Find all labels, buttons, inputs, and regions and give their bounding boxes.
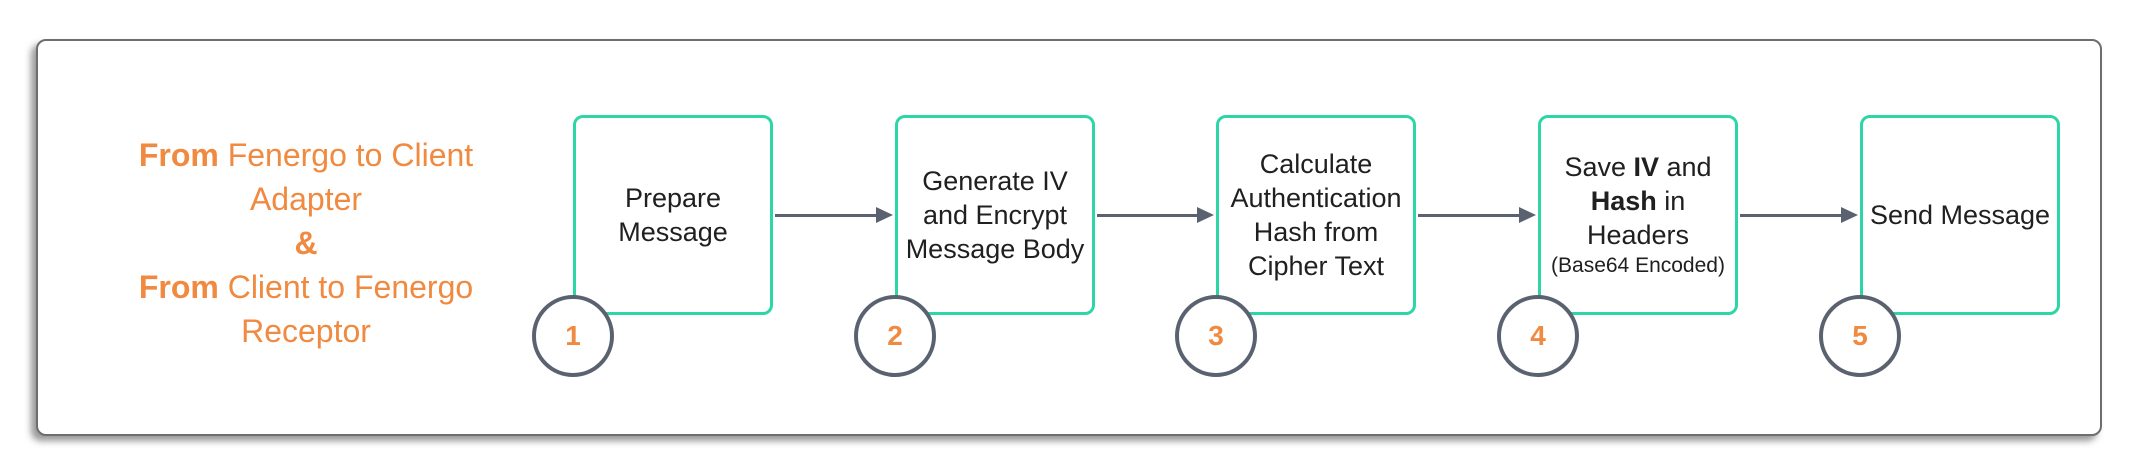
flow-arrow [775, 214, 878, 217]
arrowhead-icon [1519, 207, 1536, 223]
flow-direction-ampersand: & [90, 221, 522, 265]
arrowhead-icon [1197, 207, 1214, 223]
step-box-label-line: Prepare [624, 183, 722, 213]
flow-arrow [1097, 214, 1199, 217]
step-number-badge-3: 3 [1175, 295, 1257, 377]
flow-direction-ampersand-text: & [294, 225, 318, 261]
step-box-label-line: Headers [1586, 220, 1690, 250]
step-box-label-line: Hash from [1253, 217, 1379, 247]
step-box-label-line: Hash in [1590, 186, 1686, 216]
step-number-badge-5: 5 [1819, 295, 1901, 377]
flow-direction-line-1-rest: Fenergo to Client Adapter [218, 137, 474, 217]
step-number-badge-4: 4 [1497, 295, 1579, 377]
step-box-label-line: Cipher Text [1247, 251, 1385, 281]
arrowhead-icon [1841, 207, 1858, 223]
flow-direction-line-2-rest: Client to Fenergo Receptor [218, 269, 474, 349]
flow-arrow [1740, 214, 1843, 217]
step-box-label-line: Send Message [1869, 200, 2051, 230]
step-box-label-line: Calculate [1259, 149, 1373, 179]
step-box-label-line: Authentication [1230, 183, 1402, 213]
flow-direction-label: From Fenergo to Client Adapter & From Cl… [90, 133, 522, 353]
step-number: 2 [887, 320, 903, 351]
step-box-label-line: and Encrypt [922, 200, 1068, 230]
step-number: 5 [1852, 320, 1868, 351]
step-box-label-line: Message [618, 217, 728, 247]
flow-direction-line-1-bold: From [138, 137, 219, 173]
arrowhead-icon [876, 207, 893, 223]
flow-arrow [1418, 214, 1521, 217]
step-box-5: Send Message [1860, 115, 2060, 315]
flow-direction-line-2: From Client to Fenergo Receptor [90, 265, 522, 353]
flow-direction-line-2-bold: From [138, 269, 219, 305]
step-number: 4 [1530, 320, 1546, 351]
step-box-label-line: Save IV and [1564, 152, 1712, 182]
step-number: 3 [1208, 320, 1224, 351]
step-box-label-line: Message Body [905, 234, 1085, 264]
step-box-label-line: Generate IV [922, 166, 1068, 196]
step-box-label-line: (Base64 Encoded) [1551, 254, 1725, 277]
flow-direction-line-1: From Fenergo to Client Adapter [90, 133, 522, 221]
step-number-badge-2: 2 [854, 295, 936, 377]
step-number: 1 [565, 320, 581, 351]
step-number-badge-1: 1 [532, 295, 614, 377]
